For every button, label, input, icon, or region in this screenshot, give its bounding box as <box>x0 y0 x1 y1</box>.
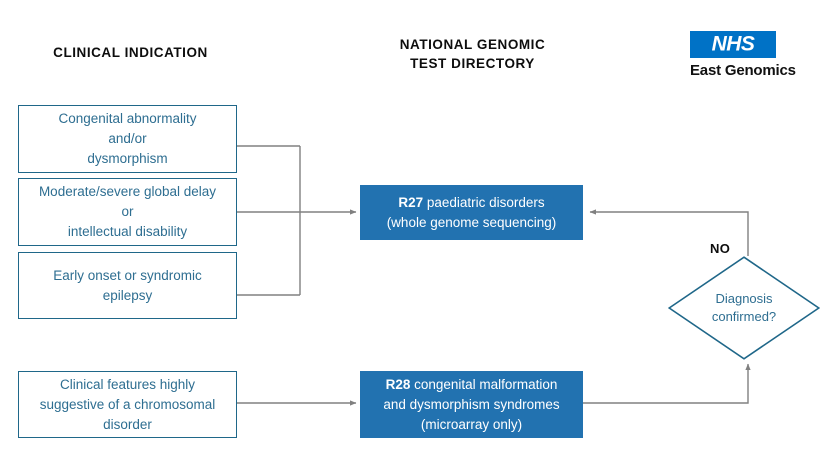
test-code: R27 <box>398 194 424 210</box>
nhs-logo-badge-text: NHS <box>711 32 755 56</box>
test-detail: (whole genome sequencing) <box>386 214 557 230</box>
test-box-r27[interactable]: R27 paediatric disorders (whole genome s… <box>360 185 583 240</box>
decision-diamond-diagnosis-confirmed[interactable]: Diagnosis confirmed? <box>668 256 820 360</box>
test-text: R28 congenital malformation and dysmorph… <box>360 375 583 435</box>
test-title-line: R28 congenital malformation <box>366 375 577 395</box>
nhs-logo-badge: NHS <box>690 31 776 58</box>
indication-box-congenital-abnormality[interactable]: Congenital abnormality and/or dysmorphis… <box>18 105 237 173</box>
column-heading-test-directory-line1: NATIONAL GENOMIC <box>399 37 546 52</box>
indication-text: Clinical features highly suggestive of a… <box>19 375 236 435</box>
decision-line1: Diagnosis <box>715 291 773 306</box>
decision-diamond-shape <box>668 256 820 360</box>
test-title-line: R27 paediatric disorders <box>366 193 577 213</box>
indication-line: dysmorphism <box>87 151 168 166</box>
indication-line: Early onset or syndromic <box>53 267 202 283</box>
edge-label-no: NO <box>710 241 731 256</box>
indication-line: Clinical features highly <box>59 376 196 392</box>
column-heading-test-directory: NATIONAL GENOMIC TEST DIRECTORY <box>355 35 590 73</box>
indication-box-global-delay[interactable]: Moderate/severe global delay or intellec… <box>18 178 237 246</box>
test-name-line2: and dysmorphism syndromes <box>383 396 560 412</box>
test-box-r28[interactable]: R28 congenital malformation and dysmorph… <box>360 371 583 438</box>
column-heading-test-directory-line2: TEST DIRECTORY <box>410 56 535 71</box>
indication-box-chromosomal-disorder[interactable]: Clinical features highly suggestive of a… <box>18 371 237 438</box>
indication-line: Moderate/severe global delay <box>38 184 217 199</box>
indication-text: Moderate/severe global delay or intellec… <box>19 182 236 242</box>
indication-text: Early onset or syndromic epilepsy <box>19 266 236 306</box>
indication-line: suggestive of a chromosomal <box>39 396 216 412</box>
test-detail: (microarray only) <box>420 416 523 432</box>
indication-text: Congenital abnormality and/or dysmorphis… <box>19 109 236 169</box>
decision-label: Diagnosis confirmed? <box>668 256 820 360</box>
connector-r28-to-decision <box>583 363 751 404</box>
test-code: R28 <box>385 376 411 392</box>
column-heading-clinical-indication: CLINICAL INDICATION <box>53 45 208 60</box>
indication-line: Congenital abnormality <box>58 111 197 126</box>
indication-line: and/or <box>108 131 147 146</box>
indication-line: intellectual disability <box>67 224 188 239</box>
indication-box-epilepsy[interactable]: Early onset or syndromic epilepsy <box>18 252 237 319</box>
indication-line: disorder <box>103 416 152 432</box>
indication-line: or <box>121 204 134 219</box>
indication-line: epilepsy <box>102 287 153 303</box>
decision-line2: confirmed? <box>711 309 777 324</box>
test-text: R27 paediatric disorders (whole genome s… <box>360 193 583 233</box>
nhs-logo-subtitle: East Genomics <box>690 62 796 79</box>
test-name: congenital malformation <box>410 376 558 392</box>
test-name: paediatric disorders <box>423 194 545 210</box>
nhs-east-genomics-logo: NHS East Genomics <box>690 31 810 79</box>
